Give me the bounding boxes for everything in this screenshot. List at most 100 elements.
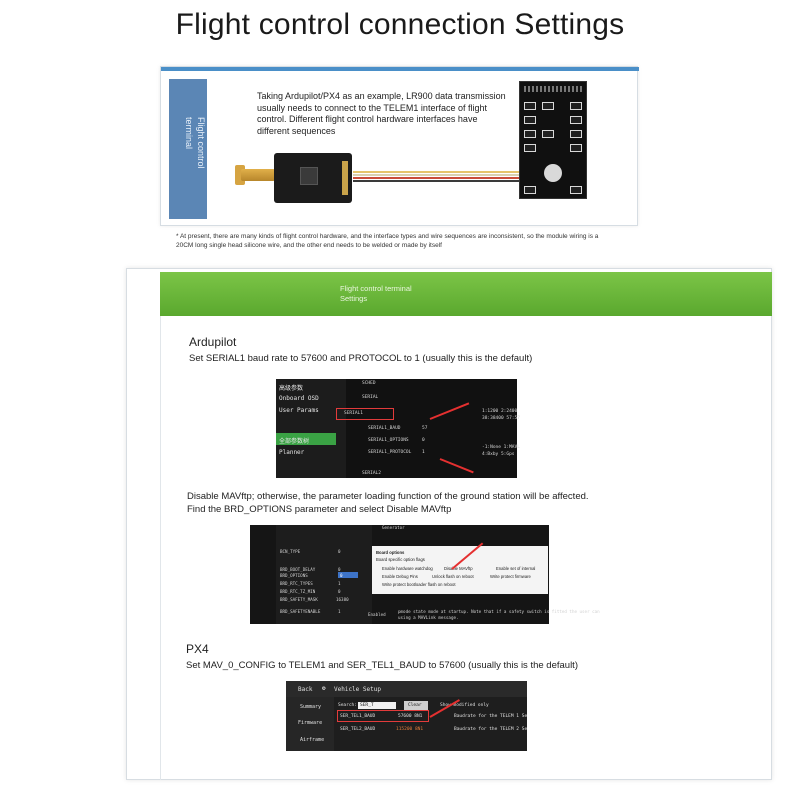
screenshot-sidebar — [276, 379, 346, 478]
checkbox-option[interactable]: Enable set of internal — [496, 566, 536, 571]
fc-port — [524, 186, 536, 194]
highlight-box — [337, 710, 429, 722]
page-title: Flight control connection Settings — [175, 8, 625, 41]
settings-header-label: Flight control terminal Settings — [340, 284, 412, 303]
module-pin-header — [342, 161, 348, 195]
param-desc: 1:1200 2:2400 — [482, 409, 518, 414]
checkbox-option[interactable]: Enable Debug Pins — [382, 574, 418, 579]
fc-port — [524, 102, 536, 110]
sidebar-item: Planner — [279, 449, 305, 456]
param-value: 0 — [340, 573, 343, 578]
ardupilot-step2: Disable MAVftp; otherwise, the parameter… — [187, 491, 589, 515]
sidebar-item: User Params — [279, 407, 319, 414]
param-value: 0 — [338, 567, 341, 572]
search-input[interactable] — [358, 702, 396, 709]
param-value: 0 — [422, 438, 425, 443]
param-name: SERIAL1_PROTOCOL — [368, 450, 412, 455]
tree-item: SCHED — [362, 381, 376, 386]
screenshot-sidebar — [286, 697, 334, 751]
param-value: 16380 — [336, 597, 349, 602]
tree-item: SERIAL2 — [362, 471, 381, 476]
footer-label: Enabled — [368, 612, 386, 617]
wire — [353, 180, 531, 182]
fc-port — [570, 116, 582, 124]
param-name: SERIAL1_BAUD — [368, 426, 401, 431]
param-name: BRD_SAFETYENABLE — [280, 609, 321, 614]
wire — [353, 174, 531, 176]
wire — [353, 171, 531, 173]
fc-port — [542, 102, 554, 110]
card-accent-strip — [161, 67, 639, 71]
sidebar-item: 高级参数 — [279, 385, 304, 392]
panel-subtitle: Board specific option flags — [376, 557, 425, 562]
wire-bundle — [353, 171, 531, 183]
param-name: SER_TEL1_BAUD — [340, 714, 376, 719]
ardupilot-serial-screenshot: 高级参数 Onboard OSD User Params 全部参数树 Plann… — [276, 379, 520, 478]
ardupilot-step1: Set SERIAL1 baud rate to 57600 and PROTO… — [189, 353, 533, 364]
footer-desc: using a MAVLink message. — [398, 615, 459, 620]
wiring-footnote: * At present, there are many kinds of fl… — [176, 233, 599, 249]
clear-button[interactable] — [404, 701, 428, 710]
param-desc: -1:None 1:MAVL — [482, 445, 520, 450]
param-name: BRD_BOOT_DELAY — [280, 567, 316, 572]
fc-port — [524, 144, 536, 152]
param-value: 1 — [422, 450, 425, 455]
back-button[interactable]: Back — [298, 686, 313, 693]
selected-row-highlight — [338, 572, 358, 578]
param-name: BRD_RTC_TZ_MIN — [280, 589, 316, 594]
intro-description: Taking Ardupilot/PX4 as an example, LR90… — [257, 91, 506, 136]
checkbox-option[interactable]: Enable hardware watchdog — [382, 566, 433, 571]
fc-port — [570, 130, 582, 138]
flight-controller-image — [519, 81, 587, 199]
screenshot-toolbar — [286, 681, 527, 697]
sidebar-item: Onboard OSD — [279, 395, 319, 402]
show-modified-checkbox[interactable]: Show modified only — [440, 703, 489, 708]
param-value: 115200 8N1 — [396, 727, 424, 732]
param-desc: 4:Bxby 5:Gps — [482, 452, 515, 457]
board-options-panel: Board options Board specific option flag… — [372, 546, 548, 594]
checkbox-option[interactable]: Write protect firmware — [490, 574, 531, 579]
fc-port — [570, 102, 582, 110]
fc-header-pins — [524, 86, 582, 92]
fc-port — [524, 116, 536, 124]
px4-heading: PX4 — [186, 642, 209, 656]
settings-card-body — [160, 316, 772, 780]
px4-step1: Set MAV_0_CONFIG to TELEM1 and SER_TEL1_… — [186, 660, 578, 671]
checkbox-option[interactable]: Unlock flash on reboot — [432, 574, 474, 579]
nav-item-firmware[interactable]: Firmware — [298, 720, 323, 726]
gear-icon: ⚙ — [322, 685, 326, 692]
fc-arrow-icon — [544, 164, 562, 182]
nav-item-airframe[interactable]: Airframe — [300, 737, 325, 743]
param-value: 1 — [338, 609, 341, 614]
checkbox-option-disable-mavftp[interactable]: Disable MAVftp — [444, 566, 473, 571]
fc-port — [570, 144, 582, 152]
clear-button-label: Clear — [408, 703, 422, 708]
param-name: SER_TEL2_BAUD — [340, 727, 376, 732]
panel-title: Board options — [376, 550, 405, 555]
ardupilot-heading: Ardupilot — [189, 335, 237, 349]
module-chip — [300, 167, 318, 185]
param-value: 57 — [422, 426, 428, 431]
tree-header: Generator — [382, 525, 405, 530]
param-name: BCN_TYPE — [280, 549, 301, 554]
intro-card: Flight control terminal Taking Ardupilot… — [160, 66, 639, 226]
param-desc: Baudrate for the TELEM 2 Se — [454, 727, 528, 732]
search-value: SER_T — [360, 703, 374, 708]
search-label: Search: — [338, 703, 357, 708]
checkbox-option[interactable]: Write protect bootloader flash on reboot — [382, 582, 456, 587]
nav-item-summary[interactable]: Summary — [300, 704, 322, 710]
settings-header-bar: Flight control terminal Settings — [160, 272, 772, 316]
antenna-icon — [241, 169, 275, 181]
param-value: 1 — [338, 581, 341, 586]
fc-port — [570, 186, 582, 194]
antenna-connector-icon — [235, 165, 245, 185]
side-tab-label: Flight control terminal — [184, 117, 206, 169]
tree-item: SERIAL — [362, 395, 379, 400]
footer-desc: pmode state mode at startup. Note that i… — [398, 609, 600, 614]
side-tab: Flight control terminal — [169, 79, 207, 219]
sidebar-item: 全部参数树 — [279, 438, 310, 445]
param-value: 57600 8N1 — [398, 714, 423, 719]
wire — [353, 177, 531, 179]
param-name: BRD_RTC_TYPES — [280, 581, 313, 586]
param-value: 0 — [338, 549, 341, 554]
